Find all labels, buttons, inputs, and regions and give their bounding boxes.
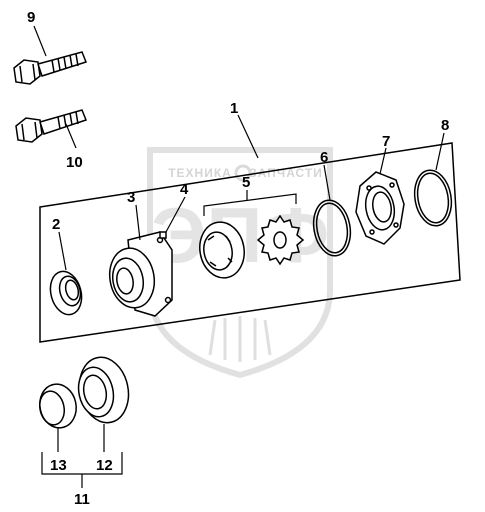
leader-1 xyxy=(237,114,259,159)
pin-part-4 xyxy=(159,231,167,239)
seal-part-2 xyxy=(49,270,83,316)
callout-9: 9 xyxy=(27,9,35,26)
leader-3 xyxy=(135,204,141,241)
callout-4: 4 xyxy=(180,181,189,198)
leader-10 xyxy=(65,123,77,149)
leader-7 xyxy=(379,147,387,175)
o-ring-part-8 xyxy=(413,169,453,227)
callout-6: 6 xyxy=(320,149,328,166)
leader-6 xyxy=(323,164,331,201)
housing-part-3 xyxy=(108,231,173,317)
callout-labels: 9 10 1 2 3 4 5 6 7 8 13 12 11 xyxy=(27,9,449,508)
callout-1: 1 xyxy=(230,100,238,117)
gear-part-5-inner xyxy=(256,214,305,266)
watermark-wheat-icon xyxy=(208,316,272,362)
callout-10: 10 xyxy=(66,154,83,171)
callout-3: 3 xyxy=(127,189,135,206)
bolt-part-10 xyxy=(15,109,87,143)
watermark-shield xyxy=(147,147,333,379)
watermark-gear-icon xyxy=(234,164,252,182)
callout-7: 7 xyxy=(382,133,390,150)
gear-part-5-outer xyxy=(199,221,245,279)
callout-5: 5 xyxy=(242,174,250,191)
callout-12: 12 xyxy=(96,457,113,474)
leader-2 xyxy=(58,231,67,271)
assembly-frame xyxy=(39,142,461,343)
watermark-right-text: ЗАПЧАСТИ xyxy=(249,166,323,180)
plate-part-7 xyxy=(355,171,405,245)
bearing-part-12 xyxy=(77,356,130,424)
o-ring-part-6 xyxy=(312,199,352,257)
leader-5-bracket xyxy=(203,193,297,216)
watermark-left-text: ТЕХНИКА xyxy=(168,166,232,180)
sleeve-part-13 xyxy=(38,383,77,429)
leader-8 xyxy=(435,132,445,171)
bolt-part-9 xyxy=(13,51,87,85)
leader-lines xyxy=(33,25,445,488)
callout-13: 13 xyxy=(50,457,67,474)
leader-9 xyxy=(33,25,47,57)
callout-11: 11 xyxy=(74,491,90,507)
callout-2: 2 xyxy=(52,216,60,233)
leader-4 xyxy=(165,196,186,233)
callout-8: 8 xyxy=(441,117,449,134)
